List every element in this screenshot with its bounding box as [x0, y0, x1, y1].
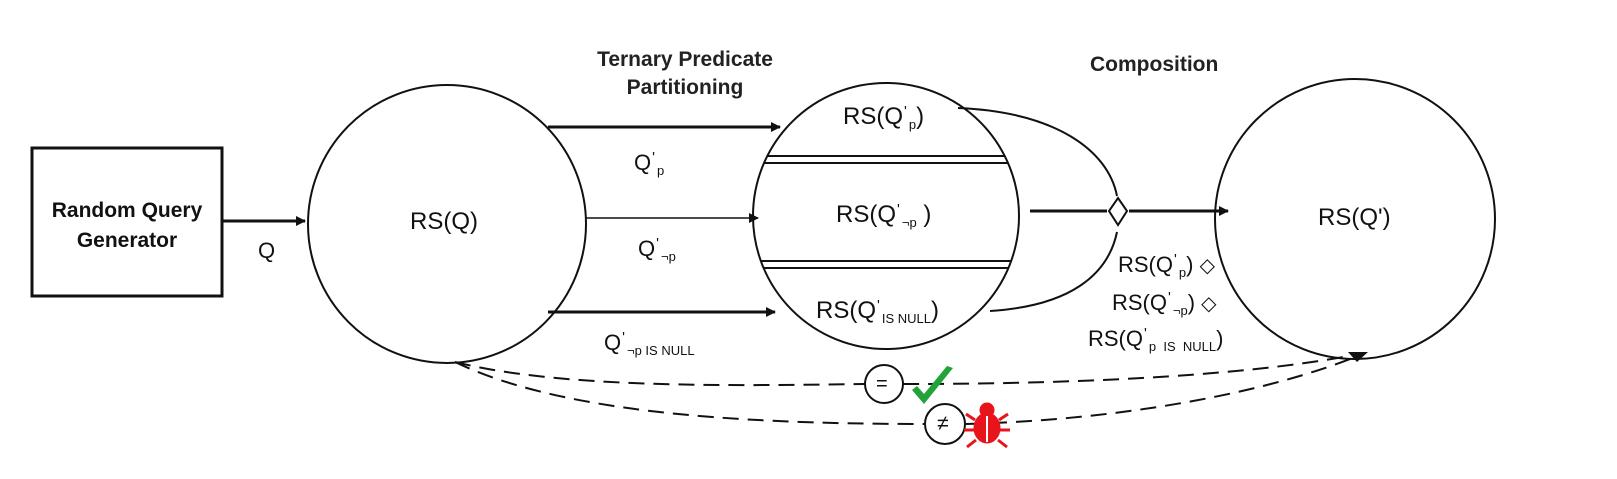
- compare-not-equal-circle: [924, 403, 966, 445]
- composition-expr-line3: RS(Q'p IS NULL): [1088, 325, 1224, 354]
- partitioning-title: Ternary Predicate Partitioning: [597, 48, 773, 99]
- compare-arrowhead: [1348, 352, 1368, 362]
- rs-q-p-label: RS(Q'p): [843, 103, 925, 132]
- edge-p-label: Q'p: [634, 149, 665, 178]
- composition-curve-top: [957, 107, 1118, 197]
- composition-operator-diamond: [1107, 196, 1129, 227]
- generator-box: [30, 146, 224, 298]
- rs-q-is-null-label: RS(Q'IS NULL): [816, 297, 940, 326]
- edge-q-label: Q: [258, 238, 276, 263]
- not-equal-symbol: ≠: [937, 412, 949, 435]
- composition-expr-line1: RS(Q'p) ◇: [1118, 251, 1215, 280]
- compare-dashed-not-equal: [454, 352, 1366, 425]
- rs-q-circle: [307, 84, 587, 364]
- bug-icon: [964, 402, 1010, 449]
- rs-q-prime-label: RS(Q'): [1318, 204, 1391, 231]
- compare-equal-circle: [864, 364, 904, 404]
- edge-is-null-label: Q'¬p IS NULL: [604, 329, 695, 358]
- generator-label-line2: Generator: [76, 229, 178, 252]
- generator-label-line1: Random Query: [51, 199, 203, 222]
- edge-not-p-label: Q'¬p: [638, 235, 676, 264]
- composition-curve-bottom: [989, 231, 1118, 312]
- rs-q-not-p-label: RS(Q'¬p ): [836, 201, 932, 230]
- compare-dashed-equal: [454, 352, 1366, 387]
- rs-q-label: RS(Q): [410, 208, 478, 235]
- check-icon: [912, 366, 953, 404]
- equal-symbol: =: [876, 373, 888, 395]
- composition-expr-line2: RS(Q'¬p) ◇: [1112, 289, 1217, 318]
- generator-label: Random Query Generator: [32, 196, 222, 256]
- composition-title: Composition: [1090, 53, 1219, 76]
